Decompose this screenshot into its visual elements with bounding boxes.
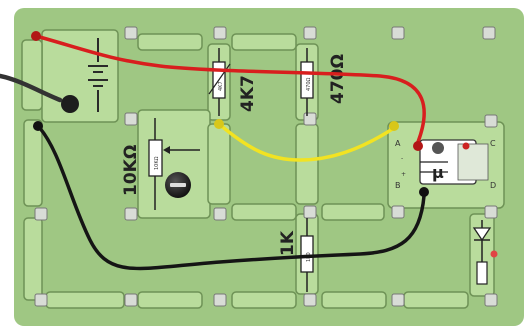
tile-mid-link: [207, 123, 231, 205]
yellow-clip: [389, 121, 399, 131]
potentiometer-label: 10KΩ: [121, 145, 141, 196]
resistor-1k-symbol: [300, 218, 314, 292]
resistor-470-label: 470Ω: [328, 54, 348, 104]
module-pin-minus: -: [401, 155, 403, 162]
snap-connectors: [34, 26, 498, 307]
red-clip: [31, 31, 41, 41]
tile-battery: [41, 29, 119, 123]
tile-left-column: [21, 39, 43, 111]
black-wire-loop: [36, 124, 426, 271]
black-clip: [419, 187, 429, 197]
resistor-1k-label: 1K: [278, 230, 298, 256]
yellow-wire: [217, 122, 396, 162]
knob-slot: [170, 183, 186, 187]
tile-bottom-link: [45, 291, 125, 309]
tile-left-column: [23, 119, 43, 207]
tile-bottom-link: [321, 291, 387, 309]
red-clip: [413, 141, 423, 151]
yellow-clip: [214, 119, 224, 129]
module-pin-plus: +: [401, 171, 406, 178]
battery-icon: [88, 38, 108, 112]
tile-bottom-link: [137, 291, 203, 309]
module-pin-b: B: [395, 181, 401, 190]
module-mark: μ: [432, 163, 444, 182]
black-clip: [33, 121, 43, 131]
led-symbol: [472, 220, 492, 285]
resistor-470-marking: 470Ω: [306, 77, 312, 91]
tile-top-link: [137, 33, 203, 51]
module-pin-d: D: [490, 181, 496, 190]
module-pin-a: A: [395, 139, 401, 148]
resistor-470-symbol: [300, 48, 314, 116]
module-pin-c: C: [490, 139, 496, 148]
tile-bottom-link: [231, 291, 297, 309]
tile-left-column: [23, 217, 43, 301]
potentiometer-marking: 10KΩ: [154, 156, 160, 170]
red-wire: [34, 34, 426, 144]
battery-clip: [61, 95, 79, 113]
tile-link: [231, 203, 297, 221]
potentiometer-symbol: [148, 118, 200, 210]
thermistor-label: 4K7: [238, 75, 258, 112]
led-light: [490, 250, 498, 258]
microcontroller-module: [419, 139, 489, 185]
thermistor-marking: 4K7: [218, 81, 224, 91]
tile-link: [321, 203, 385, 221]
black-wire-external: [0, 73, 63, 103]
tile-top-link: [231, 33, 297, 51]
tile-mid-link: [295, 123, 319, 205]
tile-bottom-link: [403, 291, 469, 309]
